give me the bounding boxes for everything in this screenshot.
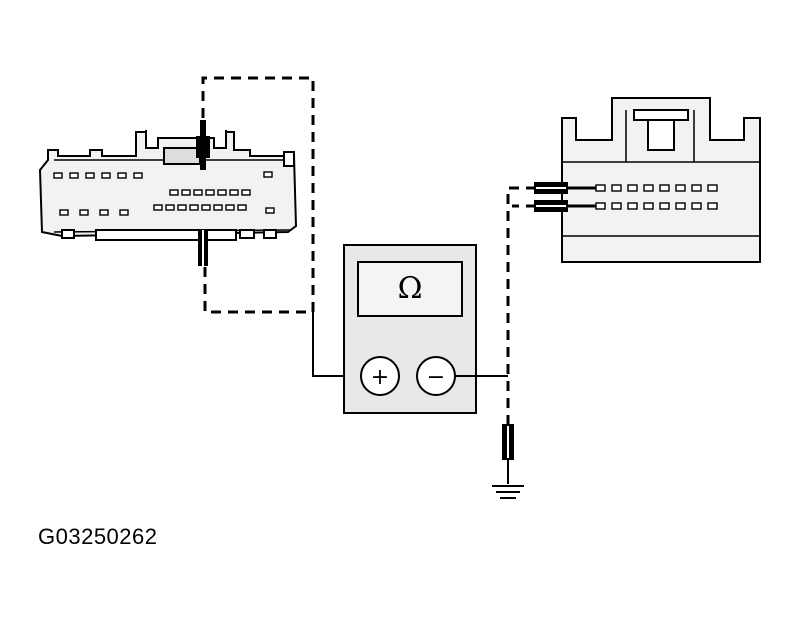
meter-ohm-symbol: Ω xyxy=(398,271,423,306)
ground-symbol-icon xyxy=(492,485,524,499)
positive-terminal xyxy=(360,356,400,396)
right-connector xyxy=(561,97,761,263)
right-connector-probes xyxy=(534,182,596,212)
left-dashed-wire xyxy=(201,76,315,314)
left-connector-pins xyxy=(53,171,275,216)
ohmmeter: Ω + − xyxy=(343,244,477,414)
positive-terminal-label: + xyxy=(371,365,389,390)
left-connector-probe xyxy=(196,120,210,266)
figure-id: G03250262 xyxy=(38,524,158,549)
test-probe-icon xyxy=(502,424,514,484)
negative-terminal-label: − xyxy=(427,365,445,390)
right-dashed-wire xyxy=(506,186,536,424)
left-connector xyxy=(38,130,298,241)
meter-display xyxy=(357,261,463,317)
